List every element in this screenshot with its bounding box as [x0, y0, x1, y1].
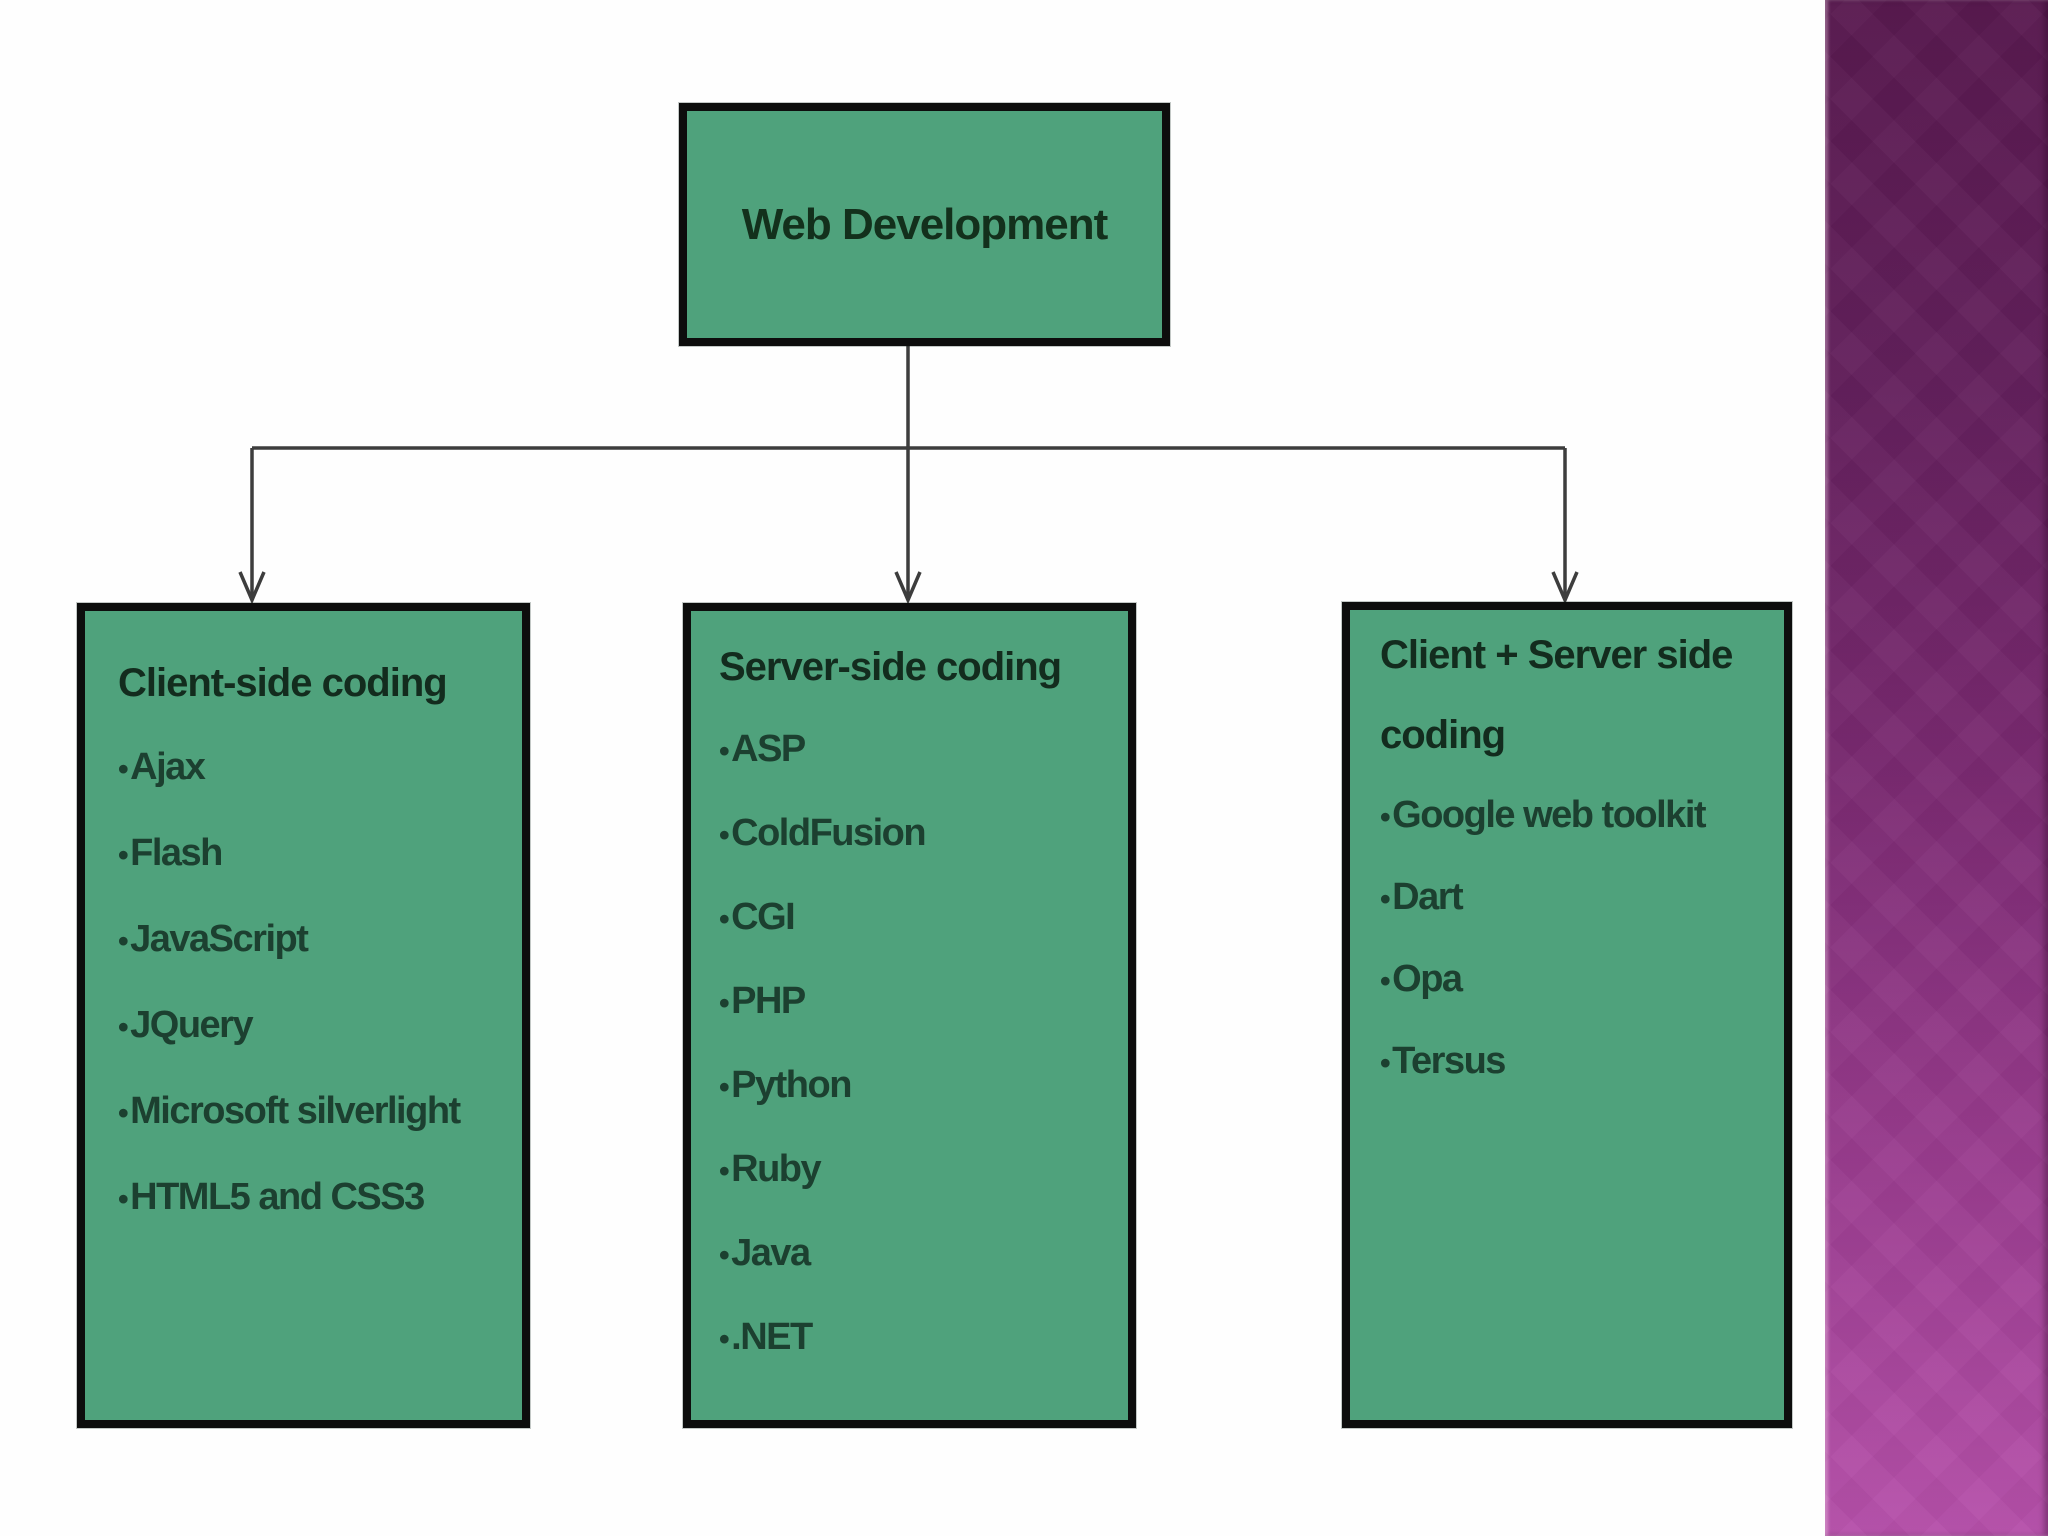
list-item: .NET — [719, 1296, 1128, 1380]
list-item: Opa — [1380, 939, 1784, 1021]
branch-item-list: Ajax Flash JavaScript JQuery Microsoft s… — [85, 725, 522, 1241]
list-item: PHP — [719, 960, 1128, 1044]
list-item: Microsoft silverlight — [118, 1069, 522, 1155]
arrowhead-left-icon — [238, 571, 266, 605]
branch-item-list: ASP ColdFusion CGI PHP Python Ruby Java … — [691, 708, 1128, 1380]
list-item: Ruby — [719, 1128, 1128, 1212]
list-item: HTML5 and CSS3 — [118, 1155, 522, 1241]
list-item: Python — [719, 1044, 1128, 1128]
list-item: ColdFusion — [719, 792, 1128, 876]
list-item: Ajax — [118, 725, 522, 811]
branch-title: Client-side coding — [118, 661, 448, 705]
branch-title: Client + Server side coding — [1380, 633, 1733, 757]
node-web-development: Web Development — [679, 103, 1170, 346]
list-item: ASP — [719, 708, 1128, 792]
node-server-side-coding: Server-side coding ASP ColdFusion CGI PH… — [683, 603, 1136, 1428]
branch-title: Server-side coding — [719, 645, 1062, 689]
list-item: JQuery — [118, 983, 522, 1069]
list-item: Dart — [1380, 857, 1784, 939]
node-client-plus-server-side-coding: Client + Server side coding Google web t… — [1342, 602, 1792, 1428]
list-item: CGI — [719, 876, 1128, 960]
arrowhead-middle-icon — [894, 571, 922, 605]
list-item: JavaScript — [118, 897, 522, 983]
list-item: Google web toolkit — [1380, 775, 1784, 857]
list-item: Flash — [118, 811, 522, 897]
list-item: Tersus — [1380, 1021, 1784, 1103]
arrowhead-right-icon — [1551, 571, 1579, 605]
right-accent-stripe — [1825, 0, 2048, 1536]
node-client-side-coding: Client-side coding Ajax Flash JavaScript… — [77, 603, 530, 1428]
list-item: Java — [719, 1212, 1128, 1296]
root-node-label: Web Development — [741, 199, 1109, 249]
branch-item-list: Google web toolkit Dart Opa Tersus — [1350, 775, 1784, 1103]
